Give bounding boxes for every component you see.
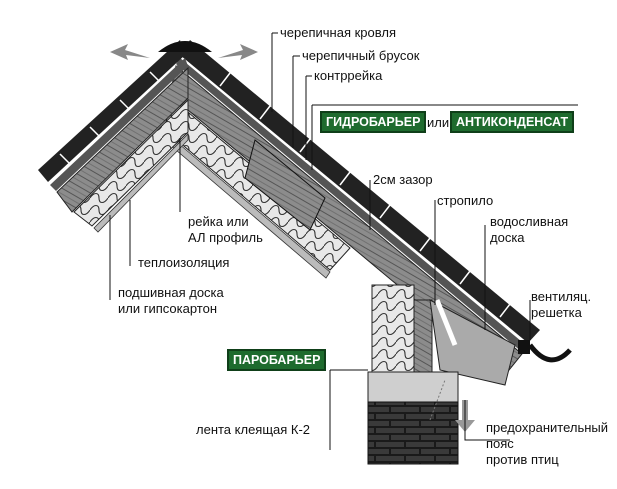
label-vent-grille: вентиляц. решетка (531, 289, 591, 321)
badge-hydrobarrier: ГИДРОБАРЬЕР (320, 111, 427, 133)
label-bird-guard-line1: предохранительный (486, 420, 609, 435)
drip-board (429, 299, 516, 386)
label-counter-batten: контррейка (314, 68, 383, 83)
label-tile-batten: черепичный брусок (302, 48, 420, 63)
left-slope (38, 40, 189, 233)
label-bird-guard: предохранительный пояс против птиц (486, 420, 608, 468)
badge-vapor-barrier: ПАРОБАРЬЕР (227, 349, 327, 371)
leader-lines (109, 32, 578, 450)
label-drip-board-line2: доска (490, 230, 525, 245)
label-bird-guard-line3: против птиц (486, 452, 559, 467)
label-drip-board: водосливная доска (490, 214, 568, 246)
ridge-vent-arrow-right (218, 44, 258, 60)
label-batten-profile-line1: рейка или (188, 214, 249, 229)
right-tile-joints (219, 72, 511, 318)
label-vent-grille-line1: вентиляц. (531, 289, 592, 304)
left-insulation (73, 98, 189, 227)
label-tape: лента клеящая К-2 (196, 422, 311, 437)
ridge-cap (158, 41, 212, 52)
wall-plate (367, 371, 459, 403)
label-lining: подшивная доска или гипсокартон (118, 285, 224, 317)
ridge-vent-arrow-left (110, 44, 150, 60)
label-batten-profile: рейка или АЛ профиль (188, 214, 263, 246)
label-lining-line2: или гипсокартон (118, 301, 218, 316)
label-or: или (427, 115, 450, 130)
gutter (527, 343, 572, 363)
label-tile-roof: черепичная кровля (280, 25, 396, 40)
wall-insulation (371, 284, 415, 376)
label-drip-board-line1: водосливная (490, 214, 569, 229)
brick-wall (367, 401, 459, 465)
vent-grille (518, 340, 530, 354)
label-rafter: стропило (437, 193, 494, 208)
label-lining-line1: подшивная доска (118, 285, 224, 300)
badge-anticondensate: АНТИКОНДЕНСАТ (450, 111, 575, 133)
right-slope (161, 40, 540, 376)
left-tiles (38, 40, 185, 182)
label-insulation: теплоизоляция (138, 255, 230, 270)
label-vent-grille-line2: решетка (531, 305, 582, 320)
right-tiles (180, 40, 540, 343)
label-bird-guard-line2: пояс (486, 436, 514, 451)
label-batten-profile-line2: АЛ профиль (188, 230, 263, 245)
label-gap: 2см зазор (373, 172, 433, 187)
